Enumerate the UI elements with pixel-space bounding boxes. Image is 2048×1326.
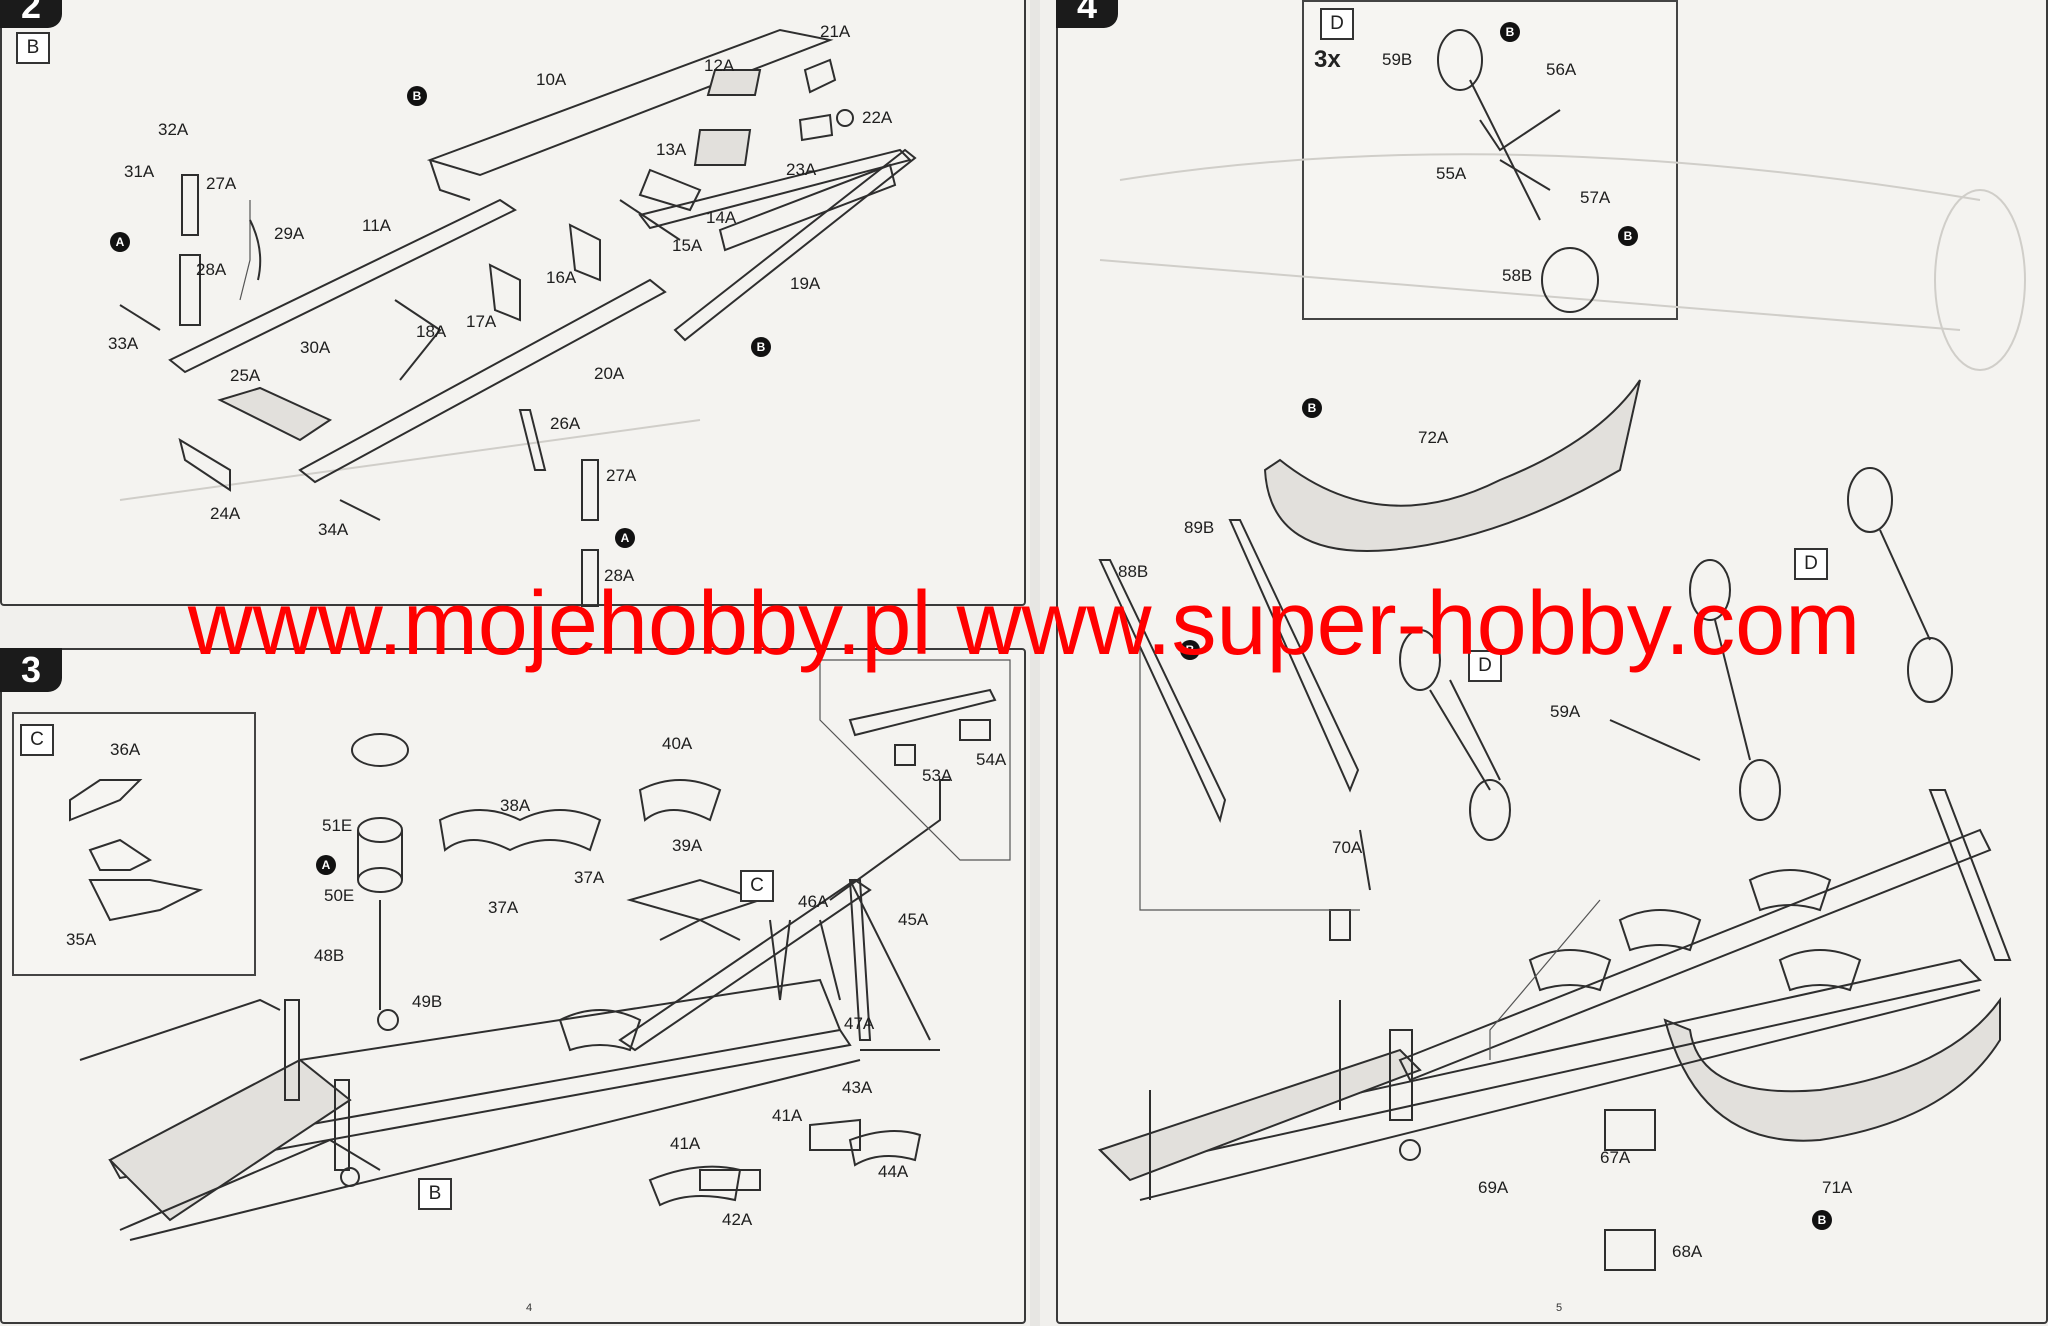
page-number: 4 bbox=[526, 1302, 533, 1314]
part-label: 13A bbox=[656, 140, 687, 159]
part-label: 56A bbox=[1546, 60, 1577, 79]
part-label: 15A bbox=[672, 236, 703, 255]
quantity-label: 3x bbox=[1314, 46, 1341, 73]
part-label: 12A bbox=[704, 56, 735, 75]
part-label: 42A bbox=[722, 1210, 753, 1229]
part-label: 43A bbox=[842, 1078, 873, 1097]
marker-b: B bbox=[1618, 226, 1638, 246]
part-label: 27A bbox=[606, 466, 637, 485]
part-label: 59B bbox=[1382, 50, 1413, 69]
part-label: 71A bbox=[1822, 1178, 1853, 1197]
part-label: 49B bbox=[412, 992, 443, 1011]
part-label: 40A bbox=[662, 734, 693, 753]
page-number: 5 bbox=[1556, 1302, 1563, 1314]
assembly-box-letter: D bbox=[1794, 548, 1828, 580]
marker-b: B bbox=[407, 86, 427, 106]
part-label: 19A bbox=[790, 274, 821, 293]
part-label: 10A bbox=[536, 70, 567, 89]
part-label: 29A bbox=[274, 224, 305, 243]
part-label: 24A bbox=[210, 504, 241, 523]
assembly-box-letter: B bbox=[16, 32, 50, 64]
assembly-box-letter: C bbox=[740, 870, 774, 902]
assembly-box-letter: D bbox=[1320, 8, 1354, 40]
part-label: 28A bbox=[604, 566, 635, 585]
watermark-text: www.mojehobby.pl www.super-hobby.com bbox=[187, 574, 1861, 674]
assembly-box-letter: B bbox=[418, 1178, 452, 1210]
assembly-box-letter: C bbox=[20, 724, 54, 756]
part-label: 69A bbox=[1478, 1178, 1509, 1197]
part-label: 32A bbox=[158, 120, 189, 139]
part-label: 37A bbox=[488, 898, 519, 917]
part-label: 16A bbox=[546, 268, 577, 287]
part-label: 11A bbox=[362, 216, 391, 235]
part-label: 45A bbox=[898, 910, 929, 929]
part-label: 67A bbox=[1600, 1148, 1631, 1167]
part-label: 23A bbox=[786, 160, 817, 179]
step-number-badge: 4 bbox=[1056, 0, 1118, 28]
part-label: 48B bbox=[314, 946, 345, 965]
part-label: 50E bbox=[324, 886, 355, 905]
part-label: 54A bbox=[976, 750, 1007, 769]
part-label: 41A bbox=[670, 1134, 701, 1153]
part-label: 33A bbox=[108, 334, 139, 353]
part-label: 58B bbox=[1502, 266, 1533, 285]
part-label: 27A bbox=[206, 174, 237, 193]
part-label: 57A bbox=[1580, 188, 1611, 207]
part-label: 31A bbox=[124, 162, 155, 181]
part-label: 55A bbox=[1436, 164, 1467, 183]
wheel-detail-box bbox=[1302, 0, 1678, 320]
part-label: 88B bbox=[1118, 562, 1149, 581]
part-label: 28A bbox=[196, 260, 227, 279]
step-number-badge: 2 bbox=[0, 0, 62, 28]
part-label: 89B bbox=[1184, 518, 1215, 537]
part-label: 41A bbox=[772, 1106, 803, 1125]
part-label: 34A bbox=[318, 520, 349, 539]
part-label: 44A bbox=[878, 1162, 909, 1181]
part-label: 21A bbox=[820, 22, 851, 41]
part-label: 72A bbox=[1418, 428, 1449, 447]
part-label: 35A bbox=[66, 930, 97, 949]
part-label: 47A bbox=[844, 1014, 875, 1033]
part-label: 59A bbox=[1550, 702, 1581, 721]
assembly-box-letter: D bbox=[1468, 650, 1502, 682]
marker-b: B bbox=[1302, 398, 1322, 418]
part-label: 30A bbox=[300, 338, 331, 357]
marker-b: B bbox=[1500, 22, 1520, 42]
part-label: 46A bbox=[798, 892, 829, 911]
part-label: 20A bbox=[594, 364, 625, 383]
part-label: 18A bbox=[416, 322, 447, 341]
part-label: 17A bbox=[466, 312, 497, 331]
part-label: 14A bbox=[706, 208, 737, 227]
part-label: 68A bbox=[1672, 1242, 1703, 1261]
part-label: 36A bbox=[110, 740, 141, 759]
marker-a: A bbox=[110, 232, 130, 252]
marker-b: B bbox=[751, 337, 771, 357]
part-label: 51E bbox=[322, 816, 353, 835]
part-label: 39A bbox=[672, 836, 703, 855]
part-label: 25A bbox=[230, 366, 261, 385]
part-label: 22A bbox=[862, 108, 893, 127]
hitch-detail-box bbox=[12, 712, 256, 976]
part-label: 70A bbox=[1332, 838, 1363, 857]
marker-a: A bbox=[316, 855, 336, 875]
marker-b: B bbox=[1180, 640, 1200, 660]
part-label: 37A bbox=[574, 868, 605, 887]
step-2-panel bbox=[0, 0, 1026, 606]
part-label: 26A bbox=[550, 414, 581, 433]
marker-a: A bbox=[615, 528, 635, 548]
step-number-badge: 3 bbox=[0, 648, 62, 692]
part-label: 38A bbox=[500, 796, 531, 815]
marker-b: B bbox=[1812, 1210, 1832, 1230]
part-label: 53A bbox=[922, 766, 953, 785]
